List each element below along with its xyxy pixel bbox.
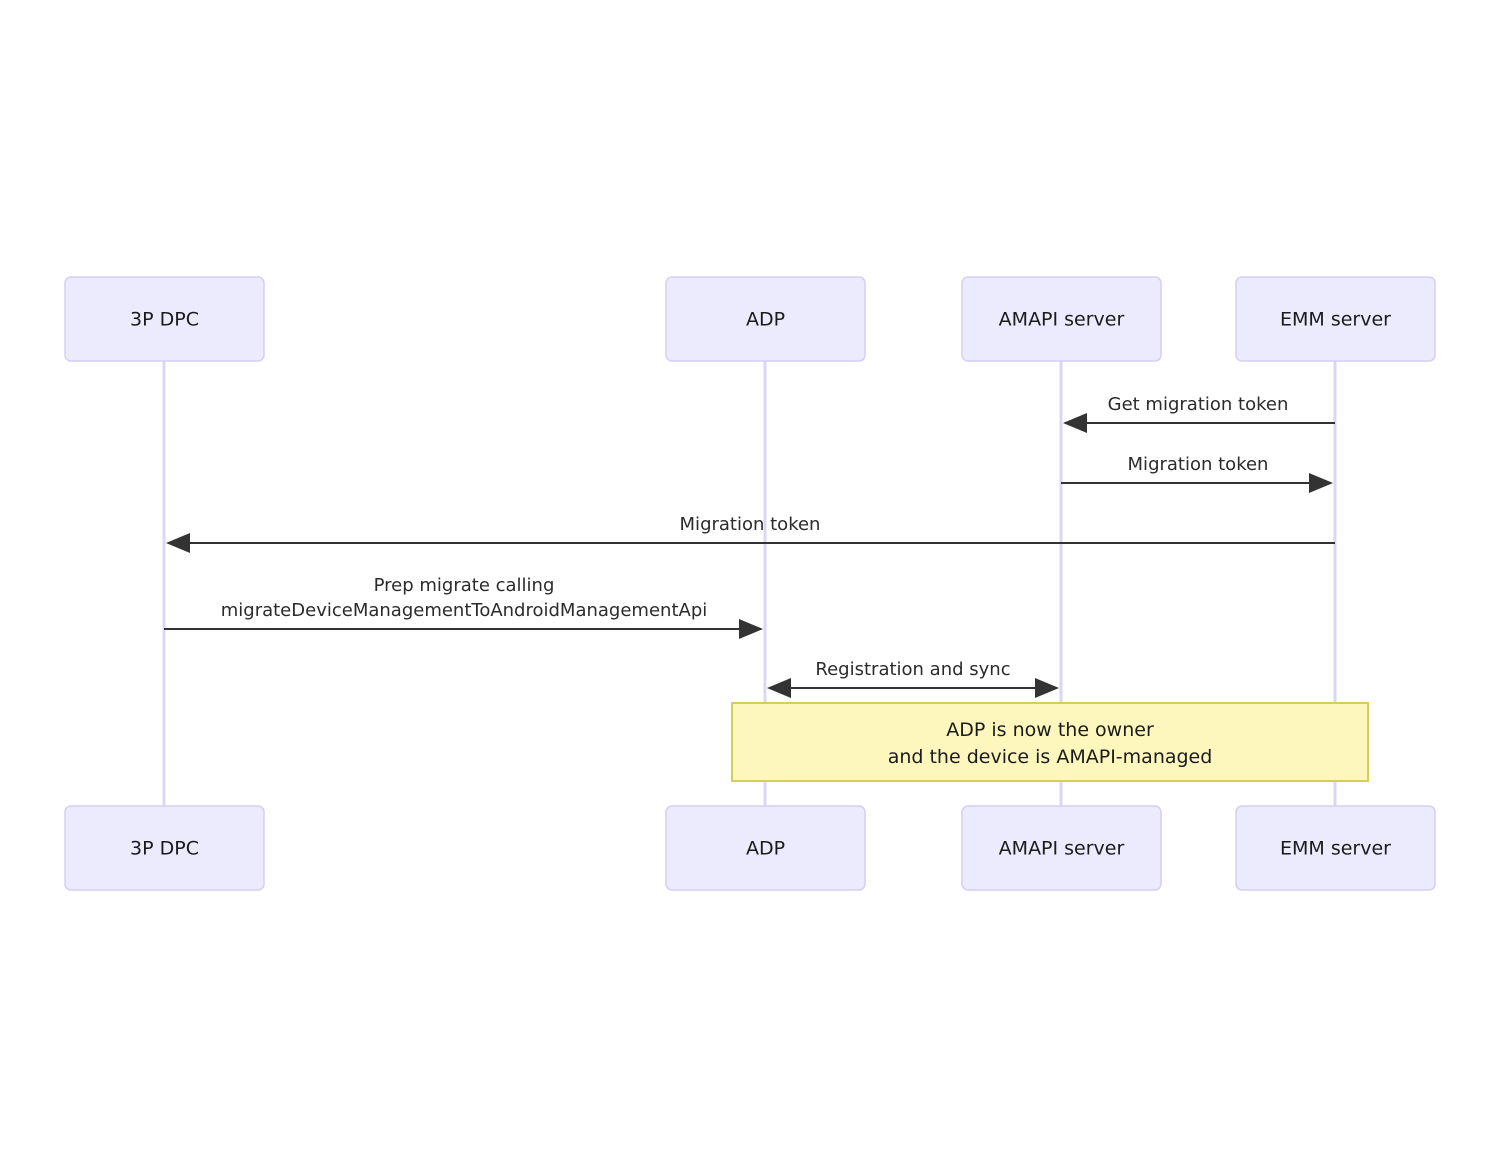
participant-label: ADP: [746, 838, 785, 860]
participant-label: ADP: [746, 309, 785, 331]
message-prep-migrate[interactable]: Prep migrate calling migrateDeviceManage…: [164, 575, 763, 639]
participant-box[interactable]: [665, 276, 866, 362]
note-line2: and the device is AMAPI-managed: [888, 746, 1213, 768]
message-migration-token-to-dpc[interactable]: Migration token: [166, 514, 1335, 553]
participant-top-adp[interactable]: ADP: [665, 276, 866, 362]
participant-box[interactable]: [64, 805, 265, 891]
message-label-line1: Prep migrate calling: [374, 575, 555, 596]
participant-label: EMM server: [1280, 838, 1391, 860]
participants-bottom: 3P DPC ADP AMAPI server EMM server: [64, 805, 1436, 891]
message-label: Get migration token: [1108, 394, 1289, 415]
participant-bottom-amapi-server[interactable]: AMAPI server: [961, 805, 1162, 891]
participant-label: AMAPI server: [999, 309, 1125, 331]
participant-bottom-emm-server[interactable]: EMM server: [1235, 805, 1436, 891]
message-registration-and-sync[interactable]: Registration and sync: [767, 659, 1059, 698]
participant-top-emm-server[interactable]: EMM server: [1235, 276, 1436, 362]
participant-box[interactable]: [961, 276, 1162, 362]
participant-box[interactable]: [961, 805, 1162, 891]
participant-top-3p-dpc[interactable]: 3P DPC: [64, 276, 265, 362]
message-label: Registration and sync: [815, 659, 1010, 680]
message-get-migration-token[interactable]: Get migration token: [1063, 394, 1335, 433]
note-line1: ADP is now the owner: [946, 719, 1154, 741]
participant-bottom-3p-dpc[interactable]: 3P DPC: [64, 805, 265, 891]
note-box: [731, 702, 1369, 782]
message-label-line2: migrateDeviceManagementToAndroidManageme…: [221, 600, 708, 621]
participants-top: 3P DPC ADP AMAPI server EMM server: [64, 276, 1436, 362]
message-label: Migration token: [1128, 454, 1269, 475]
message-migration-token-to-emm[interactable]: Migration token: [1061, 454, 1333, 493]
participant-top-amapi-server[interactable]: AMAPI server: [961, 276, 1162, 362]
participant-label: AMAPI server: [999, 838, 1125, 860]
participant-box[interactable]: [1235, 276, 1436, 362]
participant-label: 3P DPC: [130, 838, 199, 860]
note-adp-owner: ADP is now the owner and the device is A…: [731, 702, 1369, 782]
participant-box[interactable]: [64, 276, 265, 362]
participant-bottom-adp[interactable]: ADP: [665, 805, 866, 891]
message-label: Migration token: [680, 514, 821, 535]
participant-box[interactable]: [665, 805, 866, 891]
participant-box[interactable]: [1235, 805, 1436, 891]
participant-label: 3P DPC: [130, 309, 199, 331]
participant-label: EMM server: [1280, 309, 1391, 331]
